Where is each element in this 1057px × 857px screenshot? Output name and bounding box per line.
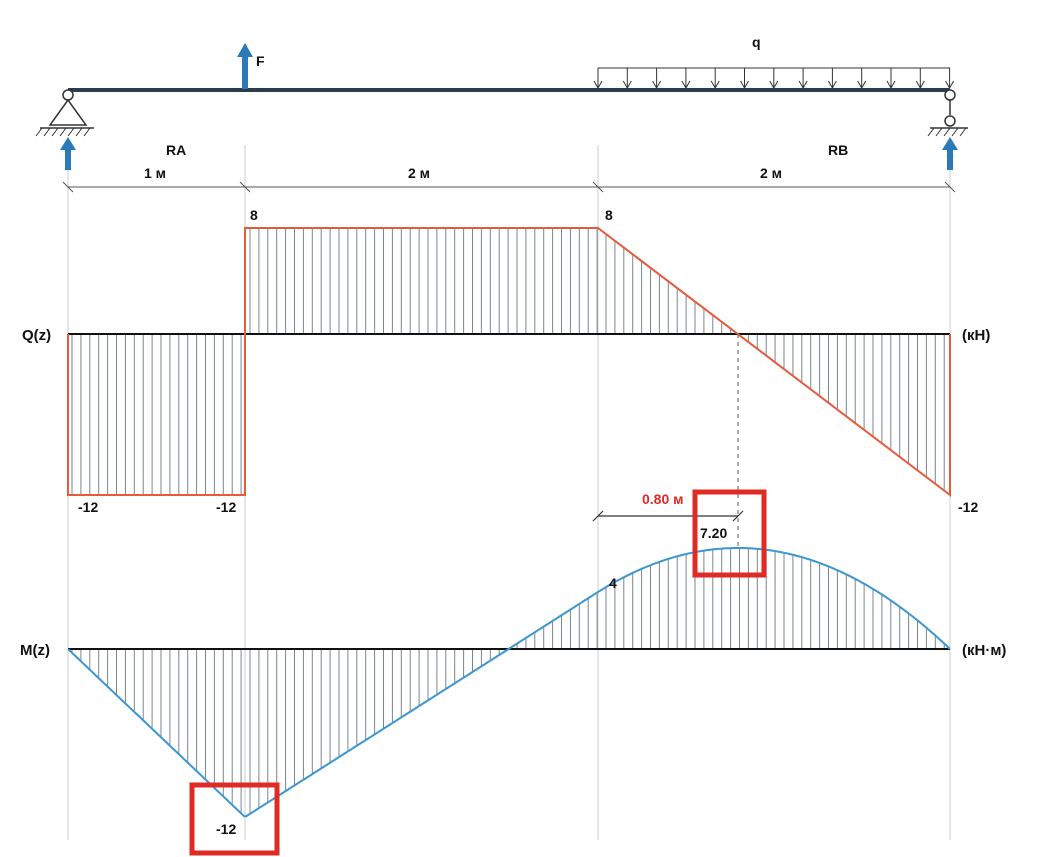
max-offset-dimension	[592, 510, 744, 522]
shear-axis-label: Q(z)	[22, 327, 51, 344]
moment-axis-label: M(z)	[20, 642, 50, 659]
shear-value-top-a: 8	[250, 207, 258, 223]
highlight-box-min	[189, 782, 280, 856]
shear-value-left-a: -12	[78, 499, 98, 515]
support-a	[35, 89, 94, 137]
max-offset-label: 0.80 м	[642, 491, 684, 507]
reference-lines	[67, 145, 951, 840]
shear-unit-label: (кН)	[962, 327, 990, 344]
shear-curve	[67, 227, 951, 498]
shear-value-left-b: -12	[216, 499, 236, 515]
moment-hatch	[71, 548, 945, 814]
dist-load-label: q	[752, 34, 761, 50]
shear-value-right: -12	[958, 499, 978, 515]
force-f-label: F	[256, 53, 265, 69]
support-b	[927, 89, 968, 137]
reaction-b-arrow-icon	[942, 137, 958, 170]
span-label-2: 2 м	[408, 165, 430, 181]
span-label-3: 2 м	[760, 165, 782, 181]
support-a-label: RA	[166, 142, 186, 158]
distributed-load	[593, 67, 955, 89]
moment-curve	[67, 547, 951, 818]
reaction-a-arrow-icon	[60, 137, 76, 170]
span-dimensions	[62, 181, 956, 193]
highlight-box-max	[692, 489, 767, 578]
force-f-arrow-icon	[237, 43, 253, 89]
moment-value-mid: 4	[609, 575, 617, 591]
moment-value-max: 7.20	[700, 525, 727, 541]
span-label-1: 1 м	[144, 165, 166, 181]
shear-hatch	[71, 228, 945, 495]
support-b-label: RB	[828, 142, 848, 158]
shear-value-top-b: 8	[605, 207, 613, 223]
moment-unit-label: (кН·м)	[962, 642, 1006, 659]
moment-value-min: -12	[216, 821, 236, 837]
